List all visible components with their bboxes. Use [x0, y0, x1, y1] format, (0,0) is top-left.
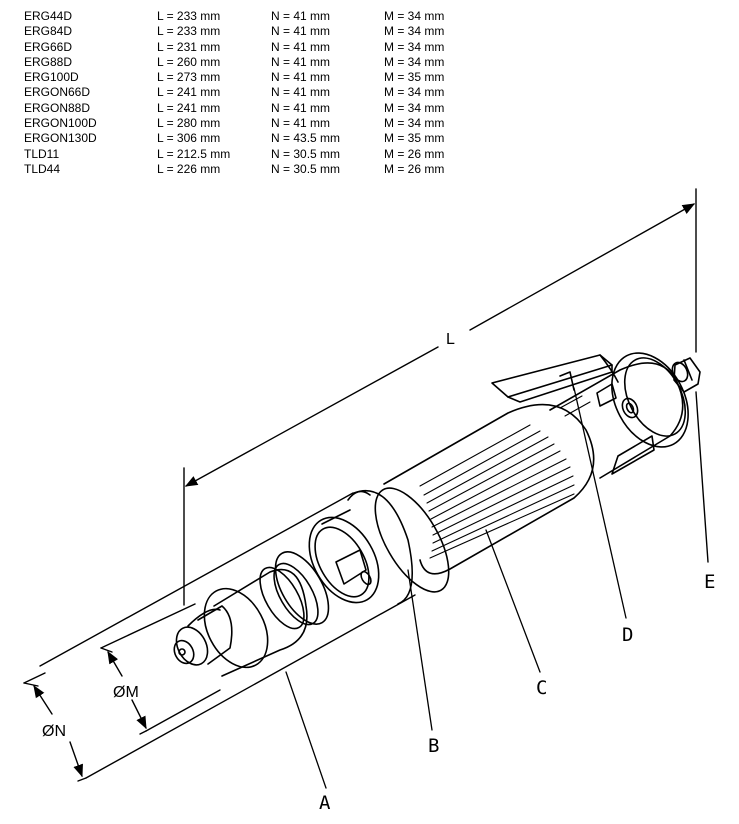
m-diameter-value: M = 26 mm: [384, 146, 445, 161]
length-value: L = 280 mm: [157, 116, 221, 131]
length-value: L = 241 mm: [157, 100, 221, 115]
dimension-m: [107, 650, 147, 730]
dimension-l: [183, 188, 709, 606]
dimension-n: [33, 684, 83, 778]
length-value: L = 306 mm: [157, 131, 221, 146]
length-value: L = 212.5 mm: [157, 146, 231, 161]
label-d: D: [622, 624, 633, 646]
model-name: ERG44D: [24, 9, 73, 23]
start-lever: [491, 354, 619, 403]
m-diameter-value: M = 34 mm: [384, 116, 445, 131]
n-diameter-value: N = 30.5 mm: [271, 161, 341, 176]
length-value: L = 273 mm: [157, 70, 221, 85]
n-diameter-value: N = 41 mm: [271, 85, 331, 100]
m-diameter-value: M = 34 mm: [384, 100, 445, 115]
n-diameter-value: N = 41 mm: [271, 70, 331, 85]
length-value: L = 233 mm: [157, 24, 221, 39]
length-value: L = 260 mm: [157, 54, 221, 69]
dimension-m-label: ØM: [113, 684, 139, 701]
m-diameter-value: M = 34 mm: [384, 24, 445, 39]
model-name: TLD44: [24, 161, 61, 176]
dimension-n-label: ØN: [42, 723, 66, 740]
model-name: ERG84D: [24, 24, 73, 39]
clutch-section: [259, 509, 380, 630]
air-inlet: [671, 357, 701, 393]
n-diameter-value: N = 41 mm: [271, 9, 331, 23]
model-name: ERGON130D: [24, 131, 97, 146]
envelope-lines: [23, 492, 416, 782]
m-diameter-value: M = 35 mm: [384, 131, 445, 146]
length-value: L = 226 mm: [157, 161, 221, 176]
n-diameter-value: N = 41 mm: [271, 39, 331, 54]
model-name: ERGON88D: [24, 100, 91, 115]
m-diameter-value: M = 34 mm: [384, 39, 445, 54]
model-name: ERG100D: [24, 70, 79, 85]
label-b: B: [428, 735, 439, 757]
n-diameter-value: N = 41 mm: [271, 54, 331, 69]
label-c: C: [536, 677, 547, 699]
bit-holder: [173, 568, 308, 677]
m-diameter-value: M = 34 mm: [384, 54, 445, 69]
n-diameter-value: N = 41 mm: [271, 24, 331, 39]
model-name: ERGON66D: [24, 85, 91, 100]
n-diameter-value: N = 30.5 mm: [271, 146, 341, 161]
n-diameter-value: N = 41 mm: [271, 116, 331, 131]
dimension-l-label: L: [446, 331, 455, 348]
length-value: L = 241 mm: [157, 85, 221, 100]
model-name: TLD11: [24, 146, 60, 161]
length-value: L = 231 mm: [157, 39, 221, 54]
m-diameter-value: M = 34 mm: [384, 9, 445, 23]
motor-housing: [347, 395, 595, 605]
leader-lines: [285, 387, 627, 789]
rear-housing: [549, 352, 689, 479]
m-diameter-value: M = 34 mm: [384, 85, 445, 100]
model-name: ERG88D: [24, 54, 73, 69]
n-diameter-value: N = 41 mm: [271, 100, 331, 115]
model-name: ERG66D: [24, 39, 73, 54]
label-a: A: [319, 792, 331, 814]
m-diameter-value: M = 35 mm: [384, 70, 445, 85]
m-diameter-value: M = 26 mm: [384, 161, 445, 176]
n-diameter-value: N = 43.5 mm: [271, 131, 341, 146]
model-name: ERGON100D: [24, 116, 97, 131]
label-e: E: [704, 571, 715, 593]
length-value: L = 233 mm: [157, 9, 221, 23]
